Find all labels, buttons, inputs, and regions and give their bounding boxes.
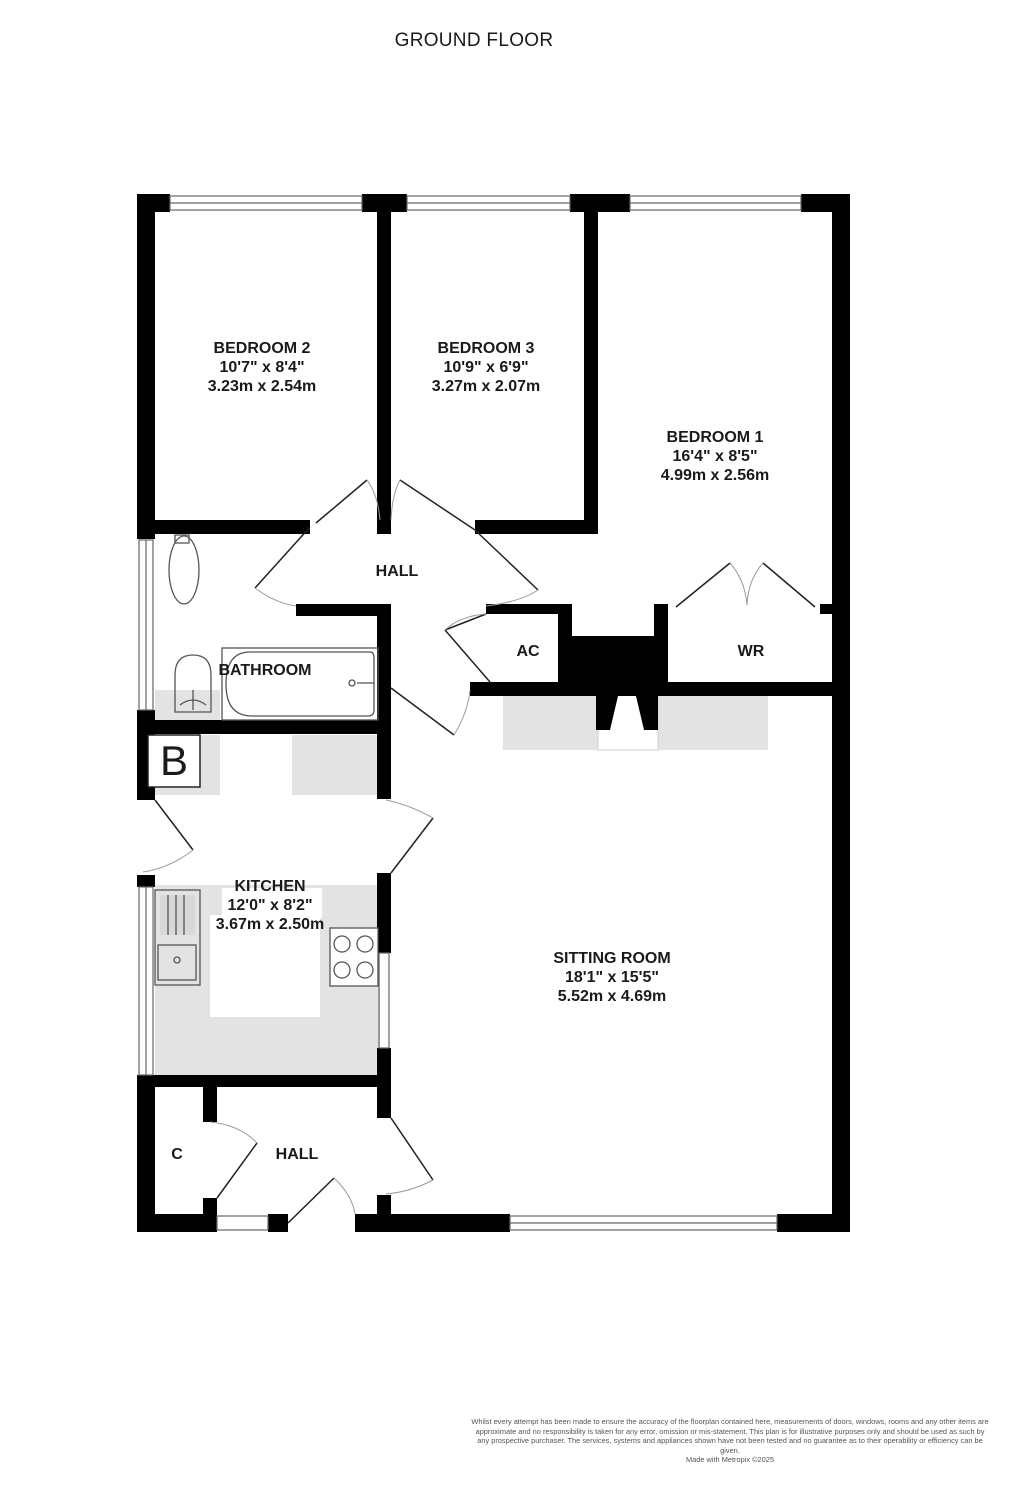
room-name: C (171, 1146, 183, 1163)
room-label-cupboard: C (171, 1145, 183, 1164)
room-label-sitting-room: SITTING ROOM 18'1" x 15'5" 5.52m x 4.69m (553, 949, 670, 1006)
room-label-bedroom-3: BEDROOM 3 10'9" x 6'9" 3.27m x 2.07m (432, 339, 541, 396)
room-name: B (159, 737, 189, 784)
made-with-credit: Made with Metropix ©2025 (685, 1455, 775, 1465)
bathtub-icon (221, 647, 379, 721)
room-name: BEDROOM 1 (666, 429, 764, 446)
room-label-kitchen: KITCHEN 12'0" x 8'2" 3.67m x 2.50m (216, 877, 325, 934)
windows (138, 195, 802, 1231)
room-label-wardrobe: WR (738, 642, 765, 661)
room-label-bedroom-1: BEDROOM 1 16'4" x 8'5" 4.99m x 2.56m (661, 428, 770, 485)
room-dimensions-metric: 3.23m x 2.54m (207, 378, 317, 395)
room-dimensions-imperial: 18'1" x 15'5" (565, 969, 659, 986)
room-label-bedroom-2: BEDROOM 2 10'7" x 8'4" 3.23m x 2.54m (208, 339, 317, 396)
sink-icon (154, 889, 201, 986)
room-name: BEDROOM 2 (213, 340, 311, 357)
room-label-airing-cupboard: AC (516, 642, 539, 661)
room-dimensions-imperial: 12'0" x 8'2" (227, 897, 313, 914)
room-dimensions-metric: 4.99m x 2.56m (660, 467, 770, 484)
room-name: HALL (375, 563, 419, 580)
room-name: WR (737, 643, 765, 660)
room-label-hall-lower: HALL (276, 1145, 319, 1164)
room-label-hall-upper: HALL (376, 562, 419, 581)
boiler-icon (147, 734, 201, 788)
room-name: BEDROOM 3 (437, 340, 535, 357)
doors (142, 479, 816, 1224)
room-label-bathroom: BATHROOM (218, 661, 311, 680)
room-dimensions-imperial: 10'7" x 8'4" (219, 359, 305, 376)
room-dimensions-metric: 3.27m x 2.07m (431, 378, 541, 395)
room-dimensions-imperial: 10'9" x 6'9" (443, 359, 529, 376)
hob-icon (329, 927, 379, 987)
room-name: KITCHEN (234, 878, 306, 895)
room-name: SITTING ROOM (553, 950, 671, 967)
room-dimensions-metric: 5.52m x 4.69m (557, 988, 667, 1005)
room-name: HALL (275, 1146, 319, 1163)
room-name: AC (516, 643, 540, 660)
washbasin-icon (174, 654, 212, 713)
toilet-icon (168, 534, 200, 605)
room-label-boiler: B (160, 737, 188, 785)
walls (137, 194, 850, 1232)
disclaimer: Whilst every attempt has been made to en… (470, 1417, 990, 1465)
room-name: BATHROOM (218, 662, 312, 679)
room-dimensions-metric: 3.67m x 2.50m (215, 916, 325, 933)
disclaimer-text: Whilst every attempt has been made to en… (471, 1417, 989, 1455)
room-dimensions-imperial: 16'4" x 8'5" (672, 448, 758, 465)
floor-title: GROUND FLOOR (394, 30, 554, 51)
